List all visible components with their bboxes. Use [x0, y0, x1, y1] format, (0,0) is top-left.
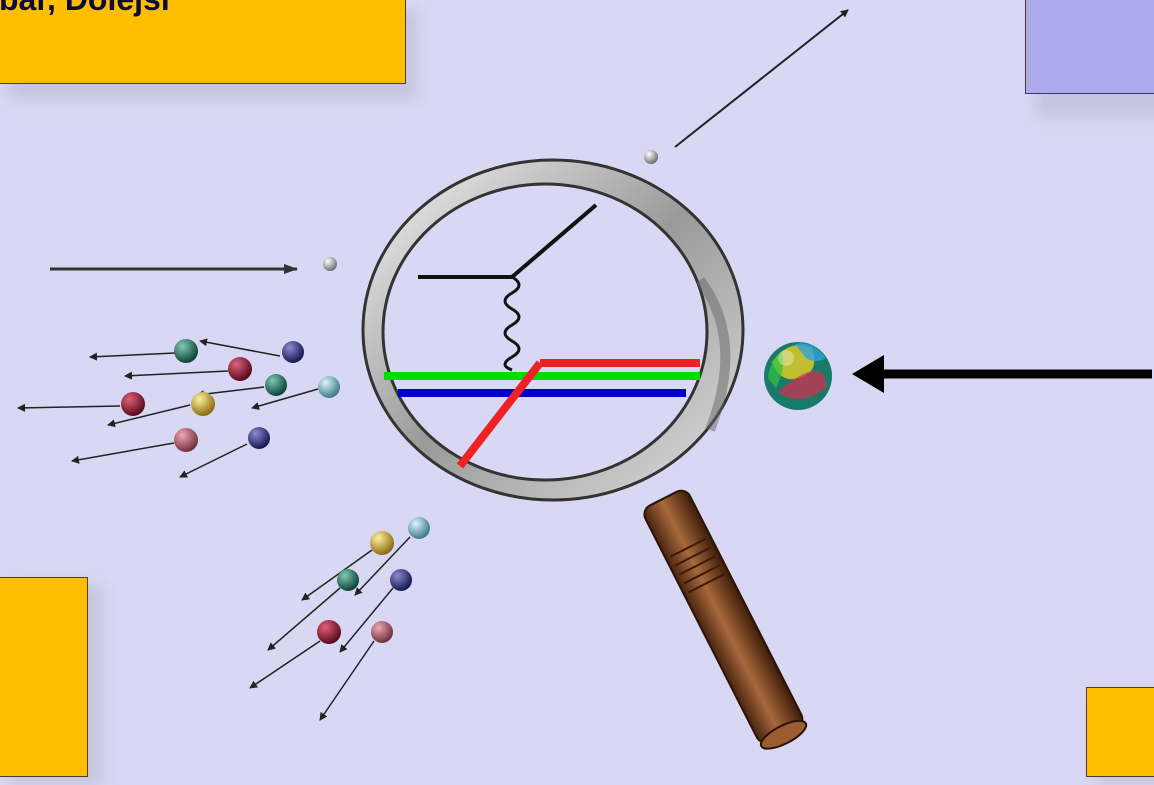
proton-sphere-icon — [764, 342, 832, 410]
photon-wavy-line — [503, 275, 521, 372]
hadron-jet-bottom — [249, 517, 430, 721]
hadron-jet-left — [17, 338, 340, 478]
title-text: bar, Dolejsi — [0, 0, 170, 18]
hadron-icon — [191, 392, 215, 416]
hadron-icon — [228, 357, 252, 381]
hadron-icon — [408, 517, 430, 539]
hadron-icon — [390, 569, 412, 591]
hadron-icon — [121, 392, 145, 416]
hadron-icon — [282, 341, 304, 363]
orange-left-box — [0, 577, 88, 777]
magnifying-glass-icon — [361, 158, 808, 750]
quark-struck-line — [456, 360, 544, 469]
outgoing-electron-icon — [644, 150, 658, 164]
incoming-electron-icon — [323, 257, 337, 271]
hadron-icon — [317, 620, 341, 644]
hadron-icon — [174, 339, 198, 363]
electron-out-line — [510, 203, 598, 279]
hadron-icon — [371, 621, 393, 643]
hadron-icon — [370, 531, 394, 555]
hadron-icon — [248, 427, 270, 449]
violet-box — [1025, 0, 1154, 94]
hadron-icon — [265, 374, 287, 396]
hadron-icon — [337, 569, 359, 591]
hadron-icon — [318, 376, 340, 398]
outgoing-electron-arrow — [674, 9, 849, 148]
title-box: bar, Dolejsi — [0, 0, 406, 84]
hadron-icon — [174, 428, 198, 452]
